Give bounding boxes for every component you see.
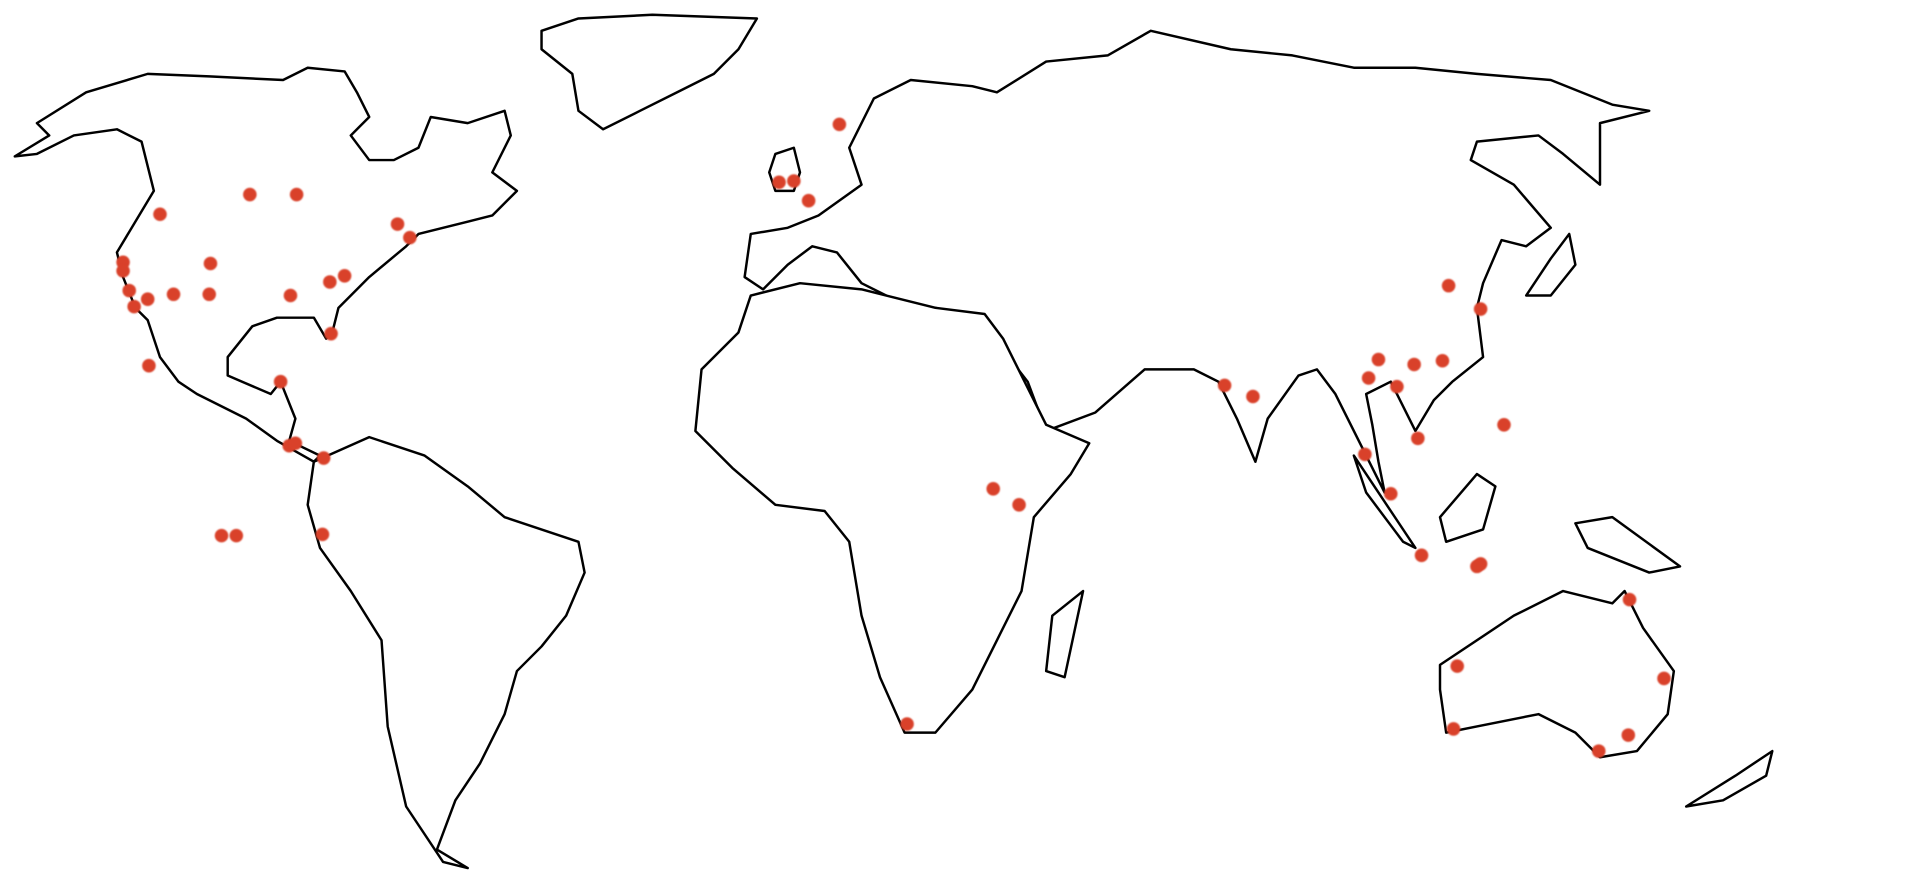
location-marker[interactable]: [772, 175, 786, 190]
location-marker[interactable]: [1407, 357, 1421, 372]
location-marker[interactable]: [1592, 744, 1606, 758]
location-marker[interactable]: [390, 217, 405, 231]
location-marker[interactable]: [1446, 722, 1461, 736]
location-marker[interactable]: [1371, 352, 1386, 367]
location-marker[interactable]: [140, 292, 155, 306]
landmass-africa: [694, 281, 1091, 734]
location-marker[interactable]: [203, 256, 218, 271]
landmass-sumatra: [1352, 454, 1417, 550]
location-marker[interactable]: [337, 269, 352, 283]
location-marker[interactable]: [202, 287, 216, 302]
landmass-australia: [1438, 589, 1676, 759]
location-marker[interactable]: [116, 264, 130, 278]
location-marker[interactable]: [316, 451, 331, 465]
location-marker[interactable]: [1657, 671, 1671, 686]
location-marker[interactable]: [1012, 498, 1026, 512]
location-marker[interactable]: [273, 374, 288, 389]
location-marker[interactable]: [153, 207, 167, 222]
location-marker[interactable]: [229, 528, 244, 543]
landmass-new-guinea: [1574, 515, 1682, 574]
location-marker[interactable]: [289, 187, 304, 202]
location-marker[interactable]: [1435, 353, 1450, 368]
landmass-borneo: [1438, 472, 1497, 544]
location-markers: [116, 117, 1671, 758]
location-marker[interactable]: [243, 187, 257, 202]
location-marker[interactable]: [900, 717, 914, 731]
landmass-europe-asia: [743, 29, 1651, 494]
location-marker[interactable]: [1473, 302, 1488, 316]
location-marker[interactable]: [1411, 431, 1425, 446]
location-marker[interactable]: [283, 288, 298, 303]
landmass-south-america: [306, 435, 586, 870]
location-marker[interactable]: [166, 287, 181, 302]
location-marker[interactable]: [127, 299, 141, 314]
location-marker[interactable]: [1414, 548, 1429, 563]
location-marker[interactable]: [122, 283, 136, 298]
location-marker[interactable]: [832, 117, 847, 132]
location-marker[interactable]: [1361, 371, 1376, 385]
landmass-north-america: [13, 66, 519, 463]
location-marker[interactable]: [1390, 379, 1404, 394]
location-marker[interactable]: [403, 230, 417, 245]
landmass-new-zealand: [1684, 749, 1774, 808]
location-marker[interactable]: [288, 436, 303, 451]
location-marker[interactable]: [315, 527, 330, 542]
location-marker[interactable]: [214, 528, 229, 543]
location-marker[interactable]: [1470, 559, 1484, 574]
location-marker[interactable]: [1384, 486, 1398, 501]
location-marker[interactable]: [142, 358, 156, 373]
location-marker[interactable]: [323, 275, 337, 289]
location-marker[interactable]: [1450, 659, 1464, 673]
land-outlines: [13, 13, 1774, 870]
landmass-japan: [1524, 232, 1577, 297]
location-marker[interactable]: [1217, 378, 1232, 393]
location-marker[interactable]: [1441, 278, 1456, 293]
landmass-greenland: [540, 13, 759, 131]
location-marker[interactable]: [787, 174, 801, 188]
location-marker[interactable]: [1246, 389, 1260, 404]
location-marker[interactable]: [1358, 447, 1372, 462]
location-marker[interactable]: [1622, 592, 1637, 607]
location-marker[interactable]: [1497, 418, 1511, 432]
location-marker[interactable]: [324, 326, 338, 341]
location-marker[interactable]: [801, 193, 816, 208]
landmass-madagascar: [1044, 589, 1085, 679]
location-marker[interactable]: [986, 482, 1000, 496]
location-marker[interactable]: [1621, 728, 1636, 742]
